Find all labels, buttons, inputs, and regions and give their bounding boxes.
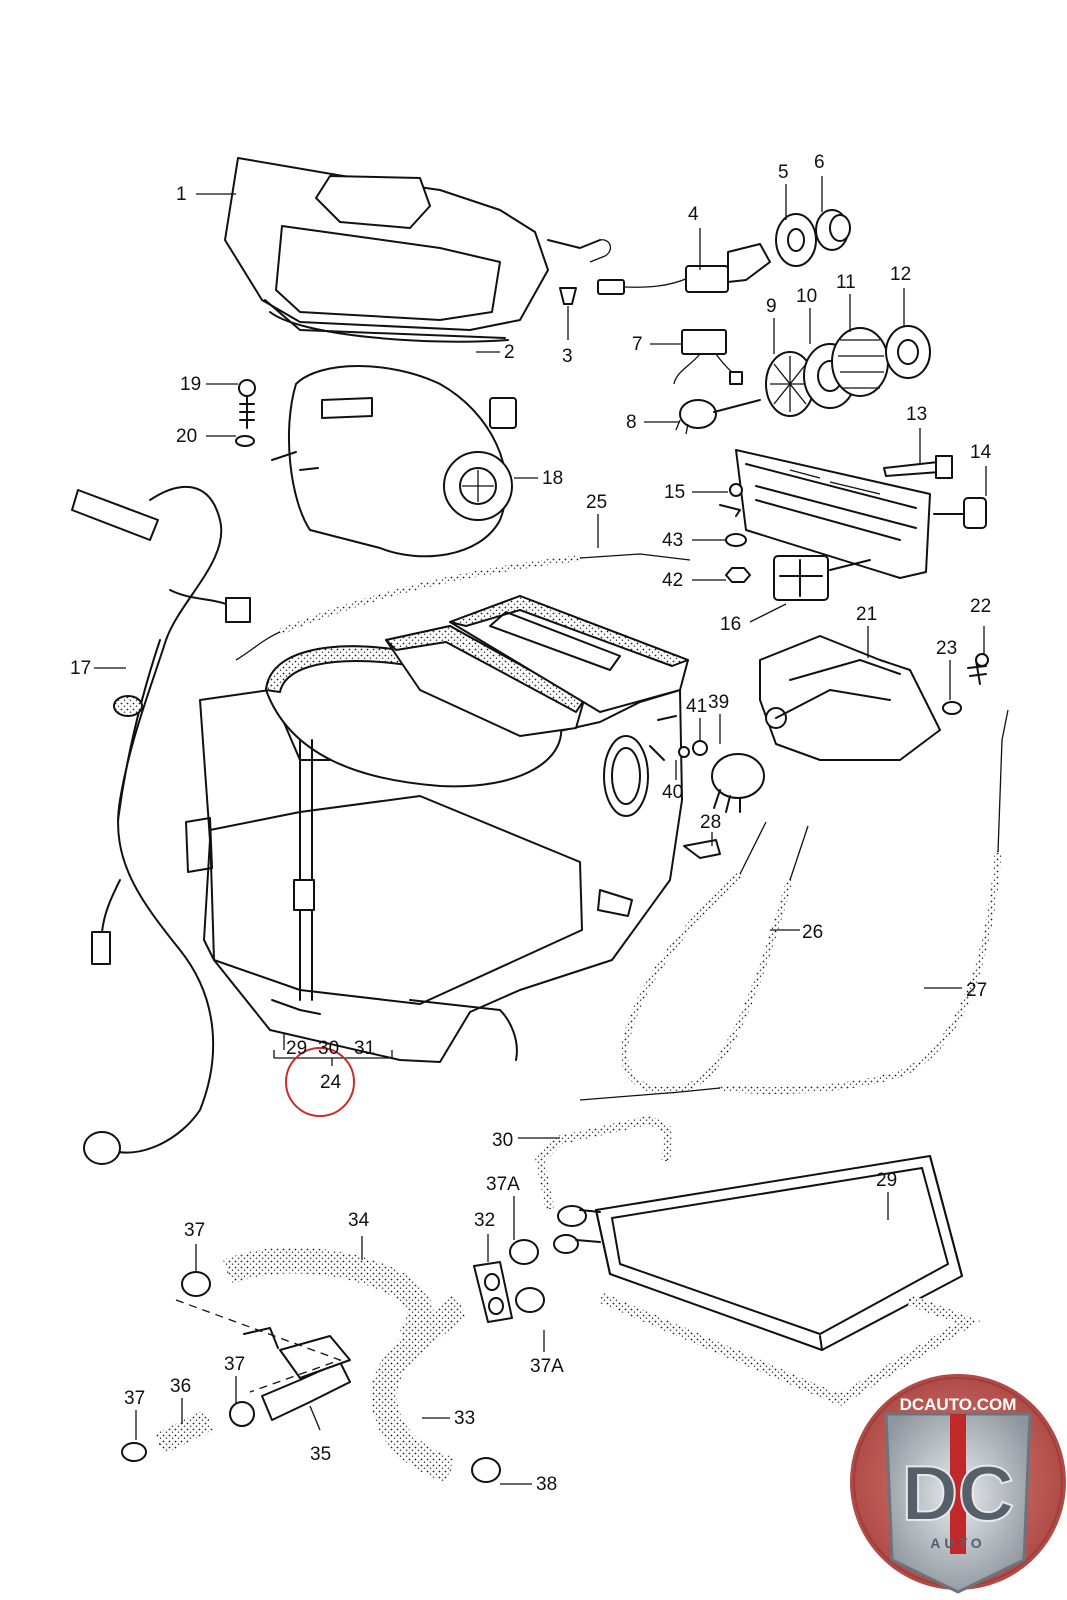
group-30: 30 xyxy=(318,1038,339,1059)
leader-lines xyxy=(94,176,987,1485)
callout-35: 35 xyxy=(310,1444,331,1465)
callout-15: 15 xyxy=(664,482,685,503)
switch-39-41 xyxy=(678,740,765,859)
rheostat-7-8 xyxy=(673,329,761,435)
group-24: 24 xyxy=(320,1072,342,1093)
callout-11: 11 xyxy=(836,272,856,293)
callout-36: 36 xyxy=(170,1376,191,1397)
callout-37-left: 37 xyxy=(184,1220,205,1241)
callout-8: 8 xyxy=(626,412,637,433)
callout-12: 12 xyxy=(890,264,911,285)
callout-27: 27 xyxy=(966,980,987,1001)
highlight-circle xyxy=(285,1047,355,1117)
callout-5: 5 xyxy=(778,162,789,183)
callout-37a-top: 37A xyxy=(486,1174,520,1195)
callout-21: 21 xyxy=(856,604,877,625)
heater-core xyxy=(535,1115,981,1407)
callout-19: 19 xyxy=(180,374,201,395)
callout-34: 34 xyxy=(348,1210,370,1231)
logo-word: AUTO xyxy=(930,1535,985,1551)
callout-32: 32 xyxy=(474,1210,495,1231)
callout-3: 3 xyxy=(562,346,573,367)
callout-13: 13 xyxy=(906,404,927,425)
wiring-harness xyxy=(71,486,251,1165)
callout-2: 2 xyxy=(504,342,515,363)
clip-part-3 xyxy=(559,287,577,305)
logo-initials: DC xyxy=(902,1449,1015,1537)
callout-6: 6 xyxy=(814,152,825,173)
callout-33: 33 xyxy=(454,1408,475,1429)
callout-43: 43 xyxy=(662,530,683,551)
knob-set-9-12 xyxy=(765,325,931,417)
callout-20: 20 xyxy=(176,426,197,447)
blower-motor xyxy=(235,365,517,558)
callout-30-core: 30 xyxy=(492,1130,513,1151)
flap-mechanism xyxy=(759,635,989,761)
cable-25 xyxy=(235,553,691,661)
callout-37a-bottom: 37A xyxy=(530,1356,564,1377)
callout-1: 1 xyxy=(176,184,187,205)
control-cables xyxy=(579,709,1009,1101)
callout-4: 4 xyxy=(688,204,699,225)
callout-41: 41 xyxy=(686,696,707,717)
callout-16: 16 xyxy=(720,614,741,635)
group-29: 29 xyxy=(286,1038,307,1059)
callout-26: 26 xyxy=(802,922,823,943)
callout-28: 28 xyxy=(700,812,721,833)
callout-38: 38 xyxy=(536,1474,557,1495)
blower-cover xyxy=(224,157,612,343)
callout-25: 25 xyxy=(586,492,607,513)
callout-40: 40 xyxy=(662,782,683,803)
callout-17: 17 xyxy=(70,658,91,679)
callout-9: 9 xyxy=(766,296,777,317)
logo-site-text: DCAUTO.COM xyxy=(900,1395,1017,1414)
callout-7: 7 xyxy=(632,334,643,355)
callout-22: 22 xyxy=(970,596,991,617)
callout-29-core: 29 xyxy=(876,1170,897,1191)
callout-10: 10 xyxy=(796,286,817,307)
callout-39: 39 xyxy=(708,692,729,713)
callout-23: 23 xyxy=(936,638,957,659)
callout-18: 18 xyxy=(542,468,563,489)
heater-box xyxy=(185,595,689,1063)
callout-37-bottom: 37 xyxy=(124,1388,145,1409)
group-31: 31 xyxy=(354,1038,375,1059)
callout-14: 14 xyxy=(970,442,992,463)
hoses-valve xyxy=(121,1239,545,1483)
callout-42: 42 xyxy=(662,570,683,591)
control-panel xyxy=(719,449,987,601)
switch-assembly xyxy=(597,209,851,295)
dcauto-logo: DCAUTO.COM DC AUTO xyxy=(850,1374,1066,1594)
callout-labels: 1 2 3 4 5 6 7 8 9 10 11 12 13 14 15 16 1… xyxy=(70,152,992,1495)
callout-37-mid: 37 xyxy=(224,1354,245,1375)
